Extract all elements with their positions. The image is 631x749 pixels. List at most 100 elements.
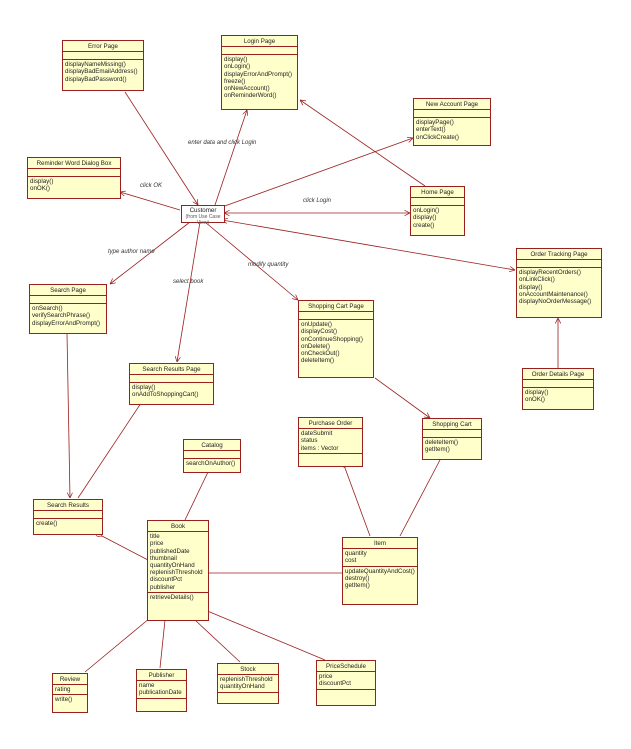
class-name: Item: [343, 538, 417, 550]
edge-shoppingcartpage-shoppingcart: [374, 377, 430, 418]
operation: onOK(): [30, 185, 50, 193]
class-attributes: [517, 260, 601, 269]
edge-customer-reminder: [120, 192, 181, 211]
class-order-details-page[interactable]: Order Details Page display() onOK(): [522, 368, 594, 410]
class-attributes: [184, 451, 240, 460]
class-name: Publisher: [137, 670, 186, 682]
attribute: rating: [55, 686, 71, 694]
operation: displayErrorAndPrompt(): [32, 319, 101, 327]
class-attributes: replenishThreshold quantityOnHand: [218, 675, 278, 693]
operation: displayPage(): [416, 119, 454, 127]
customer-actor[interactable]: Customer (from Use Case View): [181, 205, 225, 226]
edge-book-stock: [194, 619, 241, 663]
label-click-login: click Login: [303, 198, 332, 204]
attribute: thumbnail: [150, 554, 177, 562]
class-price-schedule[interactable]: PriceSchedule price discountPct: [316, 660, 376, 706]
class-operations: deleteItem() getItem(): [423, 438, 481, 454]
operation: displayNameMissing(): [65, 61, 126, 69]
attribute: quantityOnHand: [220, 683, 265, 691]
edge-customer-searchresultspage: [177, 221, 201, 362]
class-login-page[interactable]: Login Page display() onLogin() displayEr…: [221, 35, 298, 110]
operation: onClickCreate(): [416, 133, 459, 141]
class-review[interactable]: Review rating write(): [52, 673, 88, 713]
class-error-page[interactable]: Error Page displayNameMissing() displayB…: [62, 40, 144, 91]
class-attributes: [63, 52, 143, 61]
edge-errorpage-customer: [124, 91, 198, 205]
operation: retrieveDetails(): [150, 593, 194, 601]
class-operations: [317, 690, 375, 697]
class-operations: onSearch() verifySearchPhrase() displayE…: [30, 304, 106, 328]
class-operations: display() onOK(): [523, 388, 593, 404]
class-name: Home Page: [411, 187, 464, 199]
edge-homepage-login: [300, 100, 426, 187]
edge-book-priceschedule: [204, 609, 326, 661]
class-operations: onUpdate() displayCost() onContinueShopp…: [299, 320, 373, 365]
class-search-results[interactable]: Search Results create(): [33, 499, 103, 535]
class-operations: display() onOK(): [28, 177, 120, 193]
operation: onOK(): [525, 396, 545, 404]
class-new-account-page[interactable]: New Account Page displayPage() enterText…: [413, 98, 491, 146]
class-home-page[interactable]: Home Page onLogin() display() create(): [410, 186, 465, 236]
operation: getItem(): [345, 582, 370, 590]
class-name: Shopping Cart Page: [299, 301, 373, 313]
class-book[interactable]: Book title price publishedDate thumbnail…: [147, 520, 209, 621]
operation: onNewAccount(): [224, 85, 270, 93]
class-reminder-word-dialog[interactable]: Reminder Word Dialog Box display() onOK(…: [27, 157, 121, 199]
edge-customer-shoppingcartpage: [204, 221, 298, 300]
class-item[interactable]: Item quantity cost updateQuantityAndCost…: [342, 537, 418, 605]
class-search-page[interactable]: Search Page onSearch() verifySearchPhras…: [29, 284, 107, 334]
class-name: Error Page: [63, 41, 143, 53]
operation: create(): [36, 520, 58, 528]
class-name: Shopping Cart: [423, 419, 481, 431]
class-operations: display() onAddToShoppingCart(): [130, 383, 213, 399]
operation: displayCost(): [301, 328, 338, 336]
class-purchase-order[interactable]: Purchase Order dateSubmit status items :…: [298, 417, 363, 467]
class-catalog[interactable]: Catalog searchOnAuthor(): [183, 439, 241, 473]
attribute: name: [139, 682, 155, 690]
class-attributes: [299, 312, 373, 321]
class-name: Review: [53, 674, 87, 686]
operation: onAddToShoppingCart(): [132, 391, 199, 399]
class-operations: retrieveDetails(): [148, 593, 208, 602]
operation: searchOnAuthor(): [186, 460, 236, 468]
operation: display(): [525, 389, 549, 397]
class-stock[interactable]: Stock replenishThreshold quantityOnHand: [217, 663, 279, 704]
operation: onLogin(): [413, 207, 440, 215]
class-name: Search Page: [30, 285, 106, 297]
class-operations: display() onLogin() displayErrorAndPromp…: [222, 55, 297, 100]
edge-customer-searchpage: [110, 221, 191, 284]
operation: verifySearchPhrase(): [32, 312, 91, 320]
class-attributes: dateSubmit status items : Vector: [299, 429, 362, 454]
operation: display(): [413, 214, 437, 222]
class-publisher[interactable]: Publisher name publicationDate: [136, 669, 187, 712]
edge-searchresults-book: [102, 536, 149, 561]
operation: display(): [132, 384, 156, 392]
attribute: price: [319, 673, 333, 681]
attribute: status: [301, 437, 318, 445]
operation: create(): [413, 221, 435, 229]
class-search-results-page[interactable]: Search Results Page display() onAddToSho…: [129, 363, 214, 405]
class-shopping-cart-page[interactable]: Shopping Cart Page onUpdate() displayCos…: [298, 300, 374, 378]
attribute: quantityOnHand: [150, 562, 195, 570]
class-operations: [137, 699, 186, 706]
class-order-tracking-page[interactable]: Order Tracking Page displayRecentOrders(…: [516, 248, 602, 318]
label-enter-data: enter data and click Login: [188, 140, 257, 146]
class-name: New Account Page: [414, 99, 490, 111]
operation: displayBadEmailAddress(): [65, 68, 138, 76]
class-name: Book: [148, 521, 208, 533]
class-name: PriceSchedule: [317, 661, 375, 673]
edge-customer-newaccount: [221, 138, 413, 208]
edge-catalog-book: [184, 472, 208, 521]
class-attributes: [130, 375, 213, 384]
operation: onReminderWord(): [224, 92, 277, 100]
operation: onContinueShopping(): [301, 335, 363, 343]
class-attributes: [411, 198, 464, 207]
operation: onCheckOut(): [301, 350, 340, 358]
edge-searchpage-searchresults: [66, 332, 70, 498]
operation: displayBadPassword(): [65, 75, 127, 83]
attribute: quantity: [345, 550, 367, 558]
class-operations: displayRecentOrders() onLinkClick() disp…: [517, 268, 601, 306]
class-attributes: rating: [53, 685, 87, 696]
operation: displayRecentOrders(): [519, 269, 581, 277]
class-shopping-cart[interactable]: Shopping Cart deleteItem() getItem(): [422, 418, 482, 460]
